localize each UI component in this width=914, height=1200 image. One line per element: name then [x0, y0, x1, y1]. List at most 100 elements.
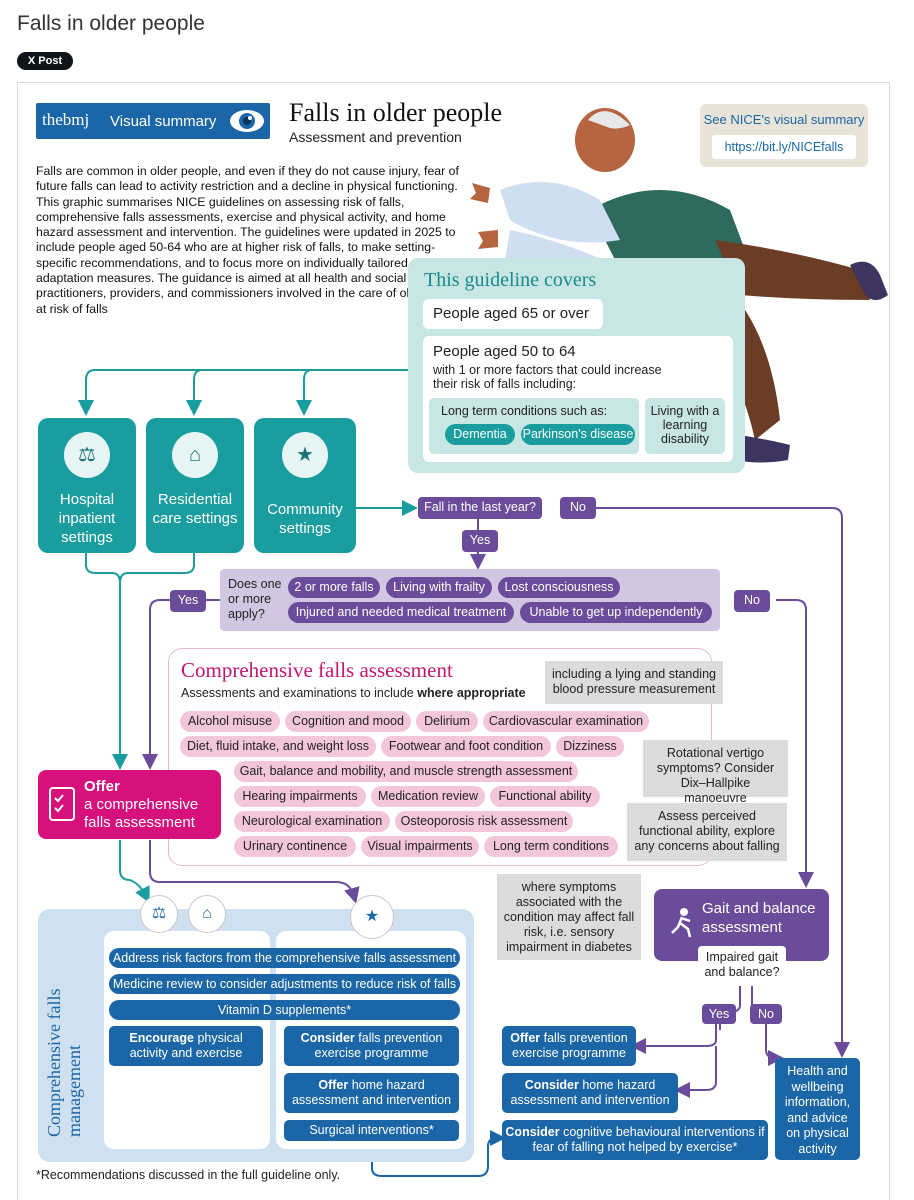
group-50-64: People aged 50 to 64 with 1 or more fact…	[423, 336, 733, 462]
cfa-sub-b: where appropriate	[417, 686, 526, 700]
offer-label: Offer	[84, 778, 120, 795]
criteria-unable-get-up: Unable to get up independently	[520, 602, 712, 623]
cfa-delirium: Delirium	[416, 711, 478, 732]
care-home-icon: ⌂	[172, 432, 218, 478]
community-setting-card: ★ Community settings	[254, 418, 356, 553]
group-65-label: People aged 65 or over	[433, 305, 589, 322]
community-icon: ★	[350, 895, 394, 939]
hospital-setting-card: ⚖ Hospital inpatient settings	[38, 418, 136, 553]
cfa-neurological: Neurological examination	[234, 811, 390, 832]
note-long-term: where symptoms associated with the condi…	[497, 874, 641, 960]
visual-summary-label: Visual summary	[110, 113, 217, 130]
address-risk-factors: Address risk factors from the comprehens…	[109, 948, 460, 968]
residential-setting-label: Residential care settings	[152, 491, 238, 527]
medicine-review: Medicine review to consider adjustments …	[109, 974, 460, 994]
fall-last-year-question: Fall in the last year?	[418, 497, 542, 519]
cfa-alcohol: Alcohol misuse	[180, 711, 280, 732]
o3-bold: Consider	[505, 1125, 560, 1139]
criteria-no-label: No	[734, 590, 770, 612]
infographic-subtitle: Assessment and prevention	[289, 129, 462, 145]
residential-setting-card: ⌂ Residential care settings	[146, 418, 244, 553]
fall-yes-label: Yes	[462, 530, 498, 552]
cfa-osteoporosis: Osteoporosis risk assessment	[395, 811, 573, 832]
criteria-lost-consciousness: Lost consciousness	[498, 577, 620, 598]
encourage-rest: physical activity and exercise	[129, 1031, 243, 1060]
gait-heading: Gait and balance assessment	[702, 900, 816, 936]
ltc-label: Long term conditions such as:	[441, 404, 608, 418]
cfa-cognition: Cognition and mood	[285, 711, 411, 732]
community-icon: ★	[282, 432, 328, 478]
cfa-sub-a: Assessments and examinations to include	[181, 686, 418, 700]
guideline-covers-panel: This guideline covers People aged 65 or …	[408, 258, 745, 473]
infographic-title: Falls in older people	[289, 98, 503, 127]
intro-text: Falls are common in older people, and ev…	[36, 164, 464, 316]
consider-bold: Consider	[300, 1031, 355, 1045]
health-wellbeing-info: Health and wellbeing information, and ad…	[775, 1058, 860, 1160]
nice-summary-label: See NICE's visual summary	[703, 112, 865, 127]
o2-bold: Consider	[524, 1078, 579, 1092]
offer-assessment-box: Offer a comprehensive falls assessment	[38, 770, 221, 839]
offerhome-rest: home hazard assessment and intervention	[291, 1078, 452, 1107]
bmj-logo: thebmj	[42, 110, 90, 129]
footnote: *Recommendations discussed in the full g…	[36, 1168, 341, 1182]
risk-criteria-box: Does one or more apply? 2 or more falls …	[220, 569, 720, 631]
o1-rest: falls prevention exercise programme	[512, 1031, 628, 1060]
infographic-frame	[17, 82, 890, 1200]
consider-home-hazard: Consider home hazard assessment and inte…	[502, 1073, 678, 1113]
group-50-64-label: People aged 50 to 64	[433, 343, 576, 360]
cfa-urinary: Urinary continence	[234, 836, 356, 857]
parkinsons-chip: Parkinson's disease	[521, 424, 635, 445]
criteria-frailty: Living with frailty	[386, 577, 492, 598]
guideline-covers-heading: This guideline covers	[424, 269, 597, 291]
ltc-box: Long term conditions such as: Dementia P…	[429, 398, 639, 454]
cfa-hearing: Hearing impairments	[234, 786, 366, 807]
nice-summary-box: See NICE's visual summary https://bit.ly…	[700, 104, 868, 167]
checklist-icon	[49, 787, 75, 821]
gait-question: Impaired gait and balance?	[698, 946, 786, 986]
fall-no-label: No	[560, 497, 596, 519]
page-title: Falls in older people	[17, 12, 205, 35]
cfa-functional: Functional ability	[490, 786, 600, 807]
o3-rest: cognitive behavioural interventions if f…	[532, 1125, 765, 1154]
gait-yes-label: Yes	[702, 1004, 736, 1024]
cfa-dizziness: Dizziness	[556, 736, 624, 757]
nice-summary-link[interactable]: https://bit.ly/NICEfalls	[712, 135, 856, 159]
note-functional: Assess perceived functional ability, exp…	[627, 803, 787, 861]
management-side-label: Comprehensive falls management	[44, 988, 84, 1137]
o2-rest: home hazard assessment and intervention	[510, 1078, 670, 1107]
hospital-icon: ⚖	[64, 432, 110, 478]
criteria-injured: Injured and needed medical treatment	[288, 602, 514, 623]
care-home-icon: ⌂	[188, 895, 226, 933]
note-blood-pressure: including a lying and standing blood pre…	[545, 661, 723, 704]
learning-disability-box: Living with a learning disability	[645, 398, 725, 454]
cfa-medication: Medication review	[371, 786, 485, 807]
vitamin-d: Vitamin D supplements*	[109, 1000, 460, 1020]
gait-no-label: No	[750, 1004, 782, 1024]
risk-criteria-question: Does one or more apply?	[228, 577, 282, 621]
cfa-long-term: Long term conditions	[484, 836, 618, 857]
surgical-interventions: Surgical interventions*	[284, 1120, 459, 1141]
offer-exercise-programme: Offer falls prevention exercise programm…	[502, 1026, 636, 1066]
community-setting-label: Community settings	[267, 501, 343, 537]
cfa-footwear: Footwear and foot condition	[381, 736, 551, 757]
cfa-subheading: Assessments and examinations to include …	[181, 686, 526, 700]
note-vertigo: Rotational vertigo symptoms? Consider Di…	[643, 740, 788, 805]
x-post-button[interactable]: X Post	[17, 52, 73, 70]
cfa-diet: Diet, fluid intake, and weight loss	[180, 736, 376, 757]
hospital-icon: ⚖	[140, 895, 178, 933]
hospital-setting-label: Hospital inpatient settings	[58, 491, 116, 546]
cfa-cardiovascular: Cardiovascular examination	[483, 711, 649, 732]
cfa-visual: Visual impairments	[361, 836, 479, 857]
offer-text: a comprehensive falls assessment	[84, 796, 199, 831]
bmj-visual-summary-badge[interactable]: thebmj Visual summary	[36, 103, 270, 139]
consider-exercise-programme: Consider falls prevention exercise progr…	[284, 1026, 459, 1066]
offer-home-hazard: Offer home hazard assessment and interve…	[284, 1073, 459, 1113]
cfa-heading: Comprehensive falls assessment	[181, 658, 453, 682]
cfa-gait: Gait, balance and mobility, and muscle s…	[234, 761, 578, 782]
encourage-bold: Encourage	[129, 1031, 194, 1045]
consider-rest: falls prevention exercise programme	[314, 1031, 443, 1060]
criteria-2-falls: 2 or more falls	[288, 577, 380, 598]
criteria-yes-label: Yes	[170, 590, 206, 612]
dementia-chip: Dementia	[445, 424, 515, 445]
consider-cbt: Consider cognitive behavioural intervent…	[502, 1120, 768, 1160]
